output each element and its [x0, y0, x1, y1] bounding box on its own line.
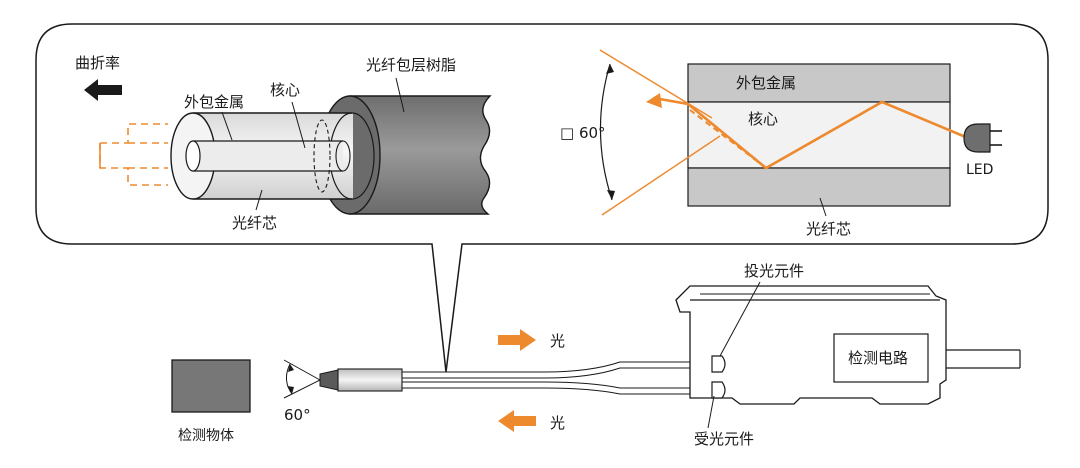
outer-metal-label-left: 外包金属	[184, 93, 244, 111]
core-tube	[193, 141, 343, 171]
fiber-core-label-left: 光纤芯	[232, 214, 277, 232]
detected-object	[171, 359, 251, 413]
fiber-cable-upper	[402, 361, 712, 373]
core-label-right: 核心	[748, 110, 778, 128]
light-in-arrow-icon	[498, 410, 536, 432]
core-band	[687, 101, 951, 169]
light-in-label: 光	[550, 414, 565, 432]
fiber-core-label-right: 光纤芯	[806, 220, 851, 238]
light-out-label: 光	[550, 332, 565, 350]
dashed-light-lines	[99, 123, 168, 186]
core-label-left: 核心	[270, 81, 300, 99]
detect-circuit-box	[833, 333, 929, 383]
light-exit-arrow-icon	[646, 93, 662, 108]
angle-arc-top	[599, 63, 613, 201]
outer-metal-label-right: 外包金属	[736, 74, 796, 92]
angle-label-bottom: 60°	[284, 406, 311, 424]
acceptance-line-top	[599, 49, 713, 119]
detect-circuit-label: 检测电路	[848, 349, 908, 367]
fiber-cable-lower	[402, 381, 712, 389]
led-label: LED	[966, 162, 993, 178]
acceptance-line-bottom	[601, 135, 721, 216]
detected-object-label: 检测物体	[178, 428, 234, 444]
light-out-arrow-icon	[498, 329, 536, 351]
core-face	[185, 140, 201, 172]
bend-rate-label: 曲折率	[75, 54, 120, 72]
angle-label-top: □ 60°	[560, 124, 606, 142]
outer-metal-band-top	[687, 63, 951, 103]
probe-head	[337, 368, 403, 392]
outer-metal-band-bottom	[687, 167, 951, 207]
led-icon	[963, 123, 1002, 153]
emitter-element	[711, 355, 726, 373]
cladding-resin-body	[349, 95, 492, 215]
cladding-resin-label: 光纤包层树脂	[366, 56, 456, 74]
emitter-label: 投光元件	[744, 262, 804, 280]
receiver-label: 受光元件	[694, 430, 754, 448]
bend-arrow-icon	[84, 79, 122, 101]
receiver-element	[711, 381, 726, 399]
